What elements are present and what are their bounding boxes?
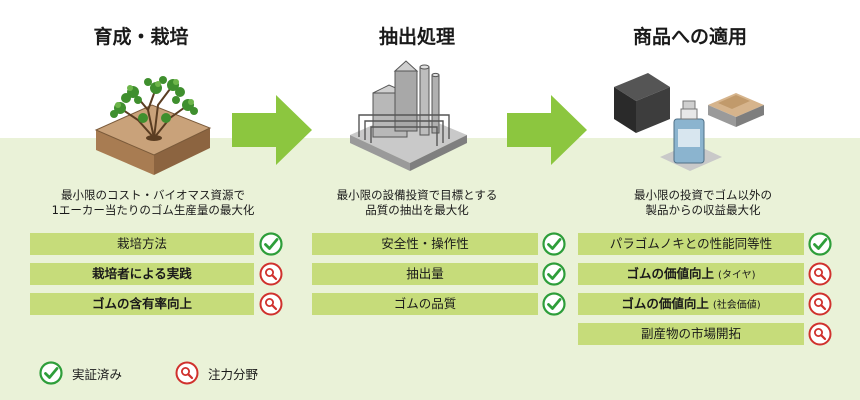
column-title-application: 商品への適用 <box>632 26 747 48</box>
list-item: 抽出量 <box>312 262 566 286</box>
description-line: 最小限の設備投資で目標とする <box>336 188 498 202</box>
item-label: ゴムの価値向上 <box>621 296 709 311</box>
column-title-extraction: 抽出処理 <box>378 26 455 48</box>
arrow-right-icon <box>232 95 312 165</box>
check-icon <box>542 292 566 316</box>
factory-illustration <box>350 60 467 171</box>
list-item: ゴムの価値向上 (タイヤ) <box>578 262 832 286</box>
item-label: ゴムの含有率向上 <box>91 296 192 311</box>
item-label: ゴムの価値向上 <box>626 266 714 281</box>
description-line: 最小限の投資でゴム以外の <box>634 188 772 202</box>
item-label: パラゴムノキとの性能同等性 <box>609 236 773 251</box>
item-suffix: (タイヤ) <box>717 270 756 281</box>
check-icon <box>808 232 832 256</box>
list-item: パラゴムノキとの性能同等性 <box>578 232 832 256</box>
item-label: 副産物の市場開拓 <box>640 326 741 341</box>
list-item: 栽培方法 <box>30 232 283 256</box>
shrub-on-soil-illustration <box>94 76 212 175</box>
legend-focus: 注力分野 <box>174 360 258 386</box>
magnifier-icon <box>175 361 199 385</box>
description-line: 最小限のコスト・バイオマス資源で <box>61 188 245 202</box>
products-illustration <box>614 73 764 171</box>
item-label: 安全性・操作性 <box>381 236 469 251</box>
check-icon <box>542 232 566 256</box>
column-description-extraction: 最小限の設備投資で目標とする 品質の抽出を最大化 <box>287 188 547 218</box>
magnifier-icon <box>808 262 832 286</box>
list-item: ゴムの価値向上 (社会価値) <box>578 292 832 316</box>
magnifier-icon <box>259 262 283 286</box>
check-icon <box>542 262 566 286</box>
legend-proven: 実証済み <box>38 360 122 386</box>
magnifier-icon <box>808 322 832 346</box>
item-label: 栽培方法 <box>116 236 167 251</box>
description-line: 品質の抽出を最大化 <box>365 203 469 217</box>
column-title-cultivation: 育成・栽培 <box>93 26 189 48</box>
check-icon <box>39 361 63 385</box>
magnifier-icon <box>259 292 283 316</box>
column-description-cultivation: 最小限のコスト・バイオマス資源で 1エーカー当たりのゴム生産量の最大化 <box>23 188 283 218</box>
item-suffix: (社会価値) <box>712 300 761 311</box>
list-item: 栽培者による実践 <box>30 262 283 286</box>
item-label: 抽出量 <box>406 266 444 281</box>
legend-label-focus: 注力分野 <box>208 366 259 382</box>
arrow-right-icon <box>507 95 587 165</box>
item-label: ゴムの品質 <box>393 296 457 311</box>
column-description-application: 最小限の投資でゴム以外の 製品からの収益最大化 <box>573 188 833 218</box>
list-item: 副産物の市場開拓 <box>578 322 832 346</box>
description-line: 製品からの収益最大化 <box>645 203 761 217</box>
description-line: 1エーカー当たりのゴム生産量の最大化 <box>51 203 255 217</box>
legend-label-proven: 実証済み <box>72 366 123 382</box>
item-label: 栽培者による実践 <box>92 266 192 281</box>
list-item: ゴムの品質 <box>312 292 566 316</box>
list-item: ゴムの含有率向上 <box>30 292 283 316</box>
list-item: 安全性・操作性 <box>312 232 566 256</box>
magnifier-icon <box>808 292 832 316</box>
check-icon <box>259 232 283 256</box>
